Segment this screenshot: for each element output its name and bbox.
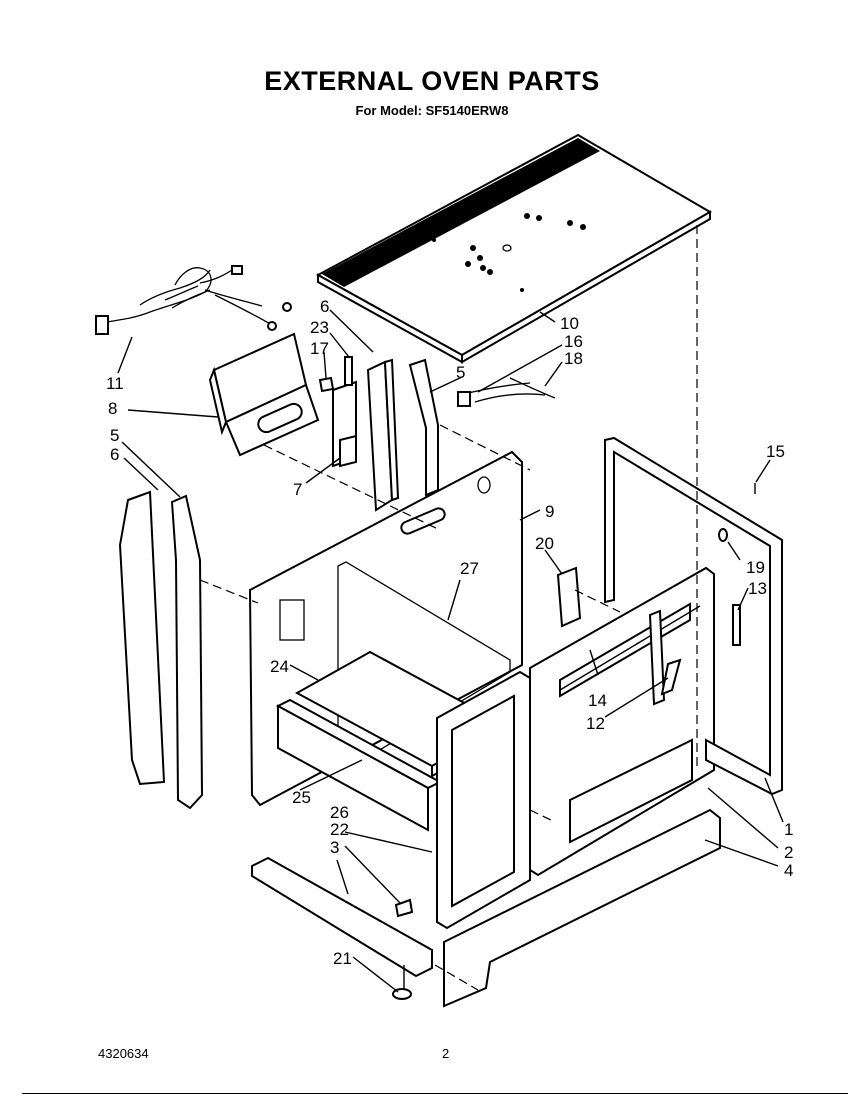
- callout-6-lower: 6: [110, 445, 119, 464]
- callout-10: 10: [560, 314, 579, 333]
- wiring-part: [459, 377, 556, 403]
- callout-18: 18: [564, 349, 583, 368]
- callout-4: 4: [784, 861, 793, 880]
- base-rail-part: [251, 856, 433, 978]
- callout-14: 14: [588, 691, 607, 710]
- leader-lines: [117, 309, 784, 993]
- callout-9: 9: [545, 502, 554, 521]
- latch-part: [648, 609, 666, 706]
- rod-part: [559, 605, 701, 691]
- alignment-line: [439, 424, 531, 471]
- callout-15: 15: [766, 442, 785, 461]
- footer-rule: [22, 1093, 848, 1094]
- control-housing-part: [208, 332, 320, 457]
- callout-labels: 1 2 3 4 5 5 6 6 7 8 9 10 11 12 13 14 15 …: [106, 297, 793, 968]
- callout-1: 1: [784, 820, 793, 839]
- alignment-line: [529, 809, 556, 823]
- hinge-lower-part: [170, 494, 204, 810]
- document-number: 4320634: [98, 1046, 149, 1061]
- leg-bracket-part: [394, 898, 414, 918]
- bracket-small-part: [556, 566, 582, 628]
- page-title: EXTERNAL OVEN PARTS: [264, 66, 600, 96]
- callout-26: 26: [330, 803, 349, 822]
- clip-right-part: [718, 528, 728, 542]
- callout-8: 8: [108, 399, 117, 418]
- strip-part: [344, 356, 353, 386]
- callout-20: 20: [535, 534, 554, 553]
- front-frame-part: [436, 670, 531, 930]
- latch-arm-part: [660, 658, 682, 696]
- top-panel-part: [315, 133, 712, 364]
- callout-16: 16: [564, 332, 583, 351]
- switch-part: [457, 391, 471, 407]
- callout-2: 2: [784, 843, 793, 862]
- callout-13: 13: [748, 579, 767, 598]
- page-number: 2: [442, 1046, 450, 1061]
- callout-12: 12: [586, 714, 605, 733]
- alignment-line: [434, 964, 479, 991]
- callout-17: 17: [310, 339, 329, 358]
- callout-6-upper: 6: [320, 297, 329, 316]
- callout-24: 24: [270, 657, 289, 676]
- callout-5-upper: 5: [456, 363, 465, 382]
- alignment-line: [263, 444, 441, 531]
- callout-5-lower: 5: [110, 426, 119, 445]
- side-trim-upper-edge: [383, 358, 400, 502]
- callout-11: 11: [106, 374, 124, 393]
- alignment-line: [199, 579, 259, 604]
- callout-19: 19: [746, 558, 765, 577]
- callout-3: 3: [330, 838, 339, 857]
- bracket-part: [332, 380, 357, 468]
- base-front-part: [443, 808, 721, 1008]
- callout-23: 23: [310, 318, 329, 337]
- clip-part: [318, 376, 335, 393]
- model-subtitle: For Model: SF5140ERW8: [355, 103, 509, 118]
- side-trim-lower-part: [118, 490, 166, 786]
- callout-22: 22: [330, 820, 349, 839]
- callout-25: 25: [292, 788, 311, 807]
- alignment-line: [574, 589, 621, 613]
- callout-7: 7: [293, 480, 302, 499]
- side-panel-rear-part: [604, 436, 783, 796]
- callout-27: 27: [460, 559, 479, 578]
- hinge-upper-part: [408, 358, 439, 497]
- power-cord-part: [95, 265, 292, 335]
- callout-21: 21: [333, 949, 352, 968]
- trim-part: [732, 604, 741, 646]
